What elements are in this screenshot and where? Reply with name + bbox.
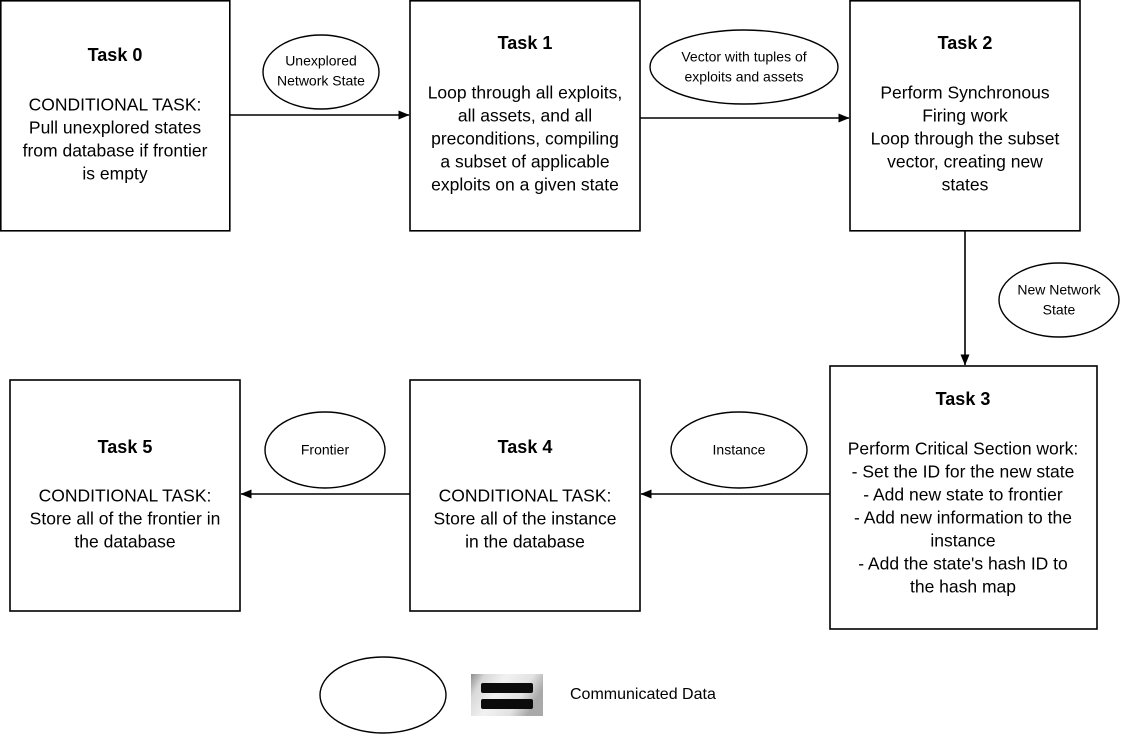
vector-tuples-line-2: exploits and assets [684, 69, 803, 85]
task5-title: Task 5 [98, 437, 153, 457]
task0-title: Task 0 [88, 45, 143, 65]
node-task5[interactable]: Task 5 CONDITIONAL TASK: Store all of th… [9, 379, 241, 612]
equals-icon-bar-bottom [481, 699, 533, 709]
vector-tuples-ellipse[interactable] [649, 29, 839, 105]
task2-line-5: states [942, 175, 989, 195]
task2-title: Task 2 [938, 33, 993, 53]
task2-box[interactable] [849, 0, 1081, 232]
task3-line-6: - Add the state's hash ID to [858, 554, 1068, 574]
task1-line-5: exploits on a given state [431, 175, 619, 195]
legend-ellipse-icon [319, 656, 447, 734]
equals-icon [471, 674, 543, 716]
task4-title: Task 4 [498, 437, 553, 457]
frontier-label: Frontier [301, 442, 350, 458]
task5-line-2: Store all of the frontier in [30, 509, 221, 529]
new-network-state-line-1: New Network [1017, 282, 1101, 298]
edge-label-new-network-state[interactable]: New Network State [998, 262, 1120, 338]
node-task4[interactable]: Task 4 CONDITIONAL TASK: Store all of th… [409, 379, 641, 612]
task3-line-5: instance [930, 531, 995, 551]
task5-line-3: the database [74, 532, 175, 552]
unexplored-network-state-line-1: Unexplored [285, 53, 357, 69]
task3-title: Task 3 [936, 389, 991, 409]
task3-box[interactable] [829, 365, 1098, 630]
task0-line-3: from database if frontier [23, 141, 208, 161]
task1-box[interactable] [409, 0, 641, 232]
task3-line-4: - Add new information to the [854, 508, 1072, 528]
task2-line-4: vector, creating new [887, 152, 1043, 172]
task4-box[interactable] [409, 379, 641, 612]
task1-title: Task 1 [498, 33, 553, 53]
edge-label-vector-tuples[interactable]: Vector with tuples of exploits and asset… [649, 29, 839, 105]
task2-line-1: Perform Synchronous [880, 83, 1049, 103]
frontier-ellipse[interactable] [264, 411, 386, 489]
task5-line-1: CONDITIONAL TASK: [39, 486, 212, 506]
task0-line-4: is empty [82, 164, 147, 184]
task2-line-2: Firing work [922, 106, 1008, 126]
task3-line-2: - Set the ID for the new state [852, 462, 1075, 482]
new-network-state-ellipse[interactable] [998, 262, 1120, 338]
task4-line-2: Store all of the instance [434, 509, 617, 529]
unexplored-network-state-ellipse[interactable] [262, 34, 380, 110]
task4-line-1: CONDITIONAL TASK: [439, 486, 612, 506]
task3-line-7: the hash map [910, 577, 1016, 597]
node-task3[interactable]: Task 3 Perform Critical Section work: - … [829, 365, 1098, 630]
instance-label: Instance [713, 442, 766, 458]
legend: Communicated Data [319, 656, 716, 734]
task1-line-2: all assets, and all [458, 106, 592, 126]
task1-line-4: a subset of applicable [440, 152, 609, 172]
task1-line-3: preconditions, compiling [431, 129, 619, 149]
task4-line-3: in the database [465, 532, 585, 552]
task1-line-1: Loop through all exploits, [428, 83, 623, 103]
task5-box[interactable] [9, 379, 241, 612]
edge-label-instance[interactable]: Instance [670, 411, 808, 489]
equals-icon-background [471, 674, 543, 716]
task2-line-3: Loop through the subset [871, 129, 1060, 149]
instance-ellipse[interactable] [670, 411, 808, 489]
task0-box[interactable] [0, 0, 231, 232]
unexplored-network-state-line-2: Network State [277, 73, 365, 89]
vector-tuples-line-1: Vector with tuples of [681, 49, 806, 65]
node-task2[interactable]: Task 2 Perform Synchronous Firing work L… [849, 0, 1081, 232]
task3-line-3: - Add new state to frontier [863, 485, 1063, 505]
task0-line-2: Pull unexplored states [29, 118, 201, 138]
new-network-state-line-2: State [1043, 302, 1076, 318]
task0-line-1: CONDITIONAL TASK: [29, 95, 202, 115]
legend-label: Communicated Data [570, 686, 716, 703]
node-task1[interactable]: Task 1 Loop through all exploits, all as… [409, 0, 641, 232]
task3-line-1: Perform Critical Section work: [848, 439, 1078, 459]
edge-label-unexplored-network-state[interactable]: Unexplored Network State [262, 34, 380, 110]
edge-label-frontier[interactable]: Frontier [264, 411, 386, 489]
edges-layer [230, 110, 970, 499]
node-task0[interactable]: Task 0 CONDITIONAL TASK: Pull unexplored… [0, 0, 231, 232]
equals-icon-bar-top [481, 683, 533, 693]
